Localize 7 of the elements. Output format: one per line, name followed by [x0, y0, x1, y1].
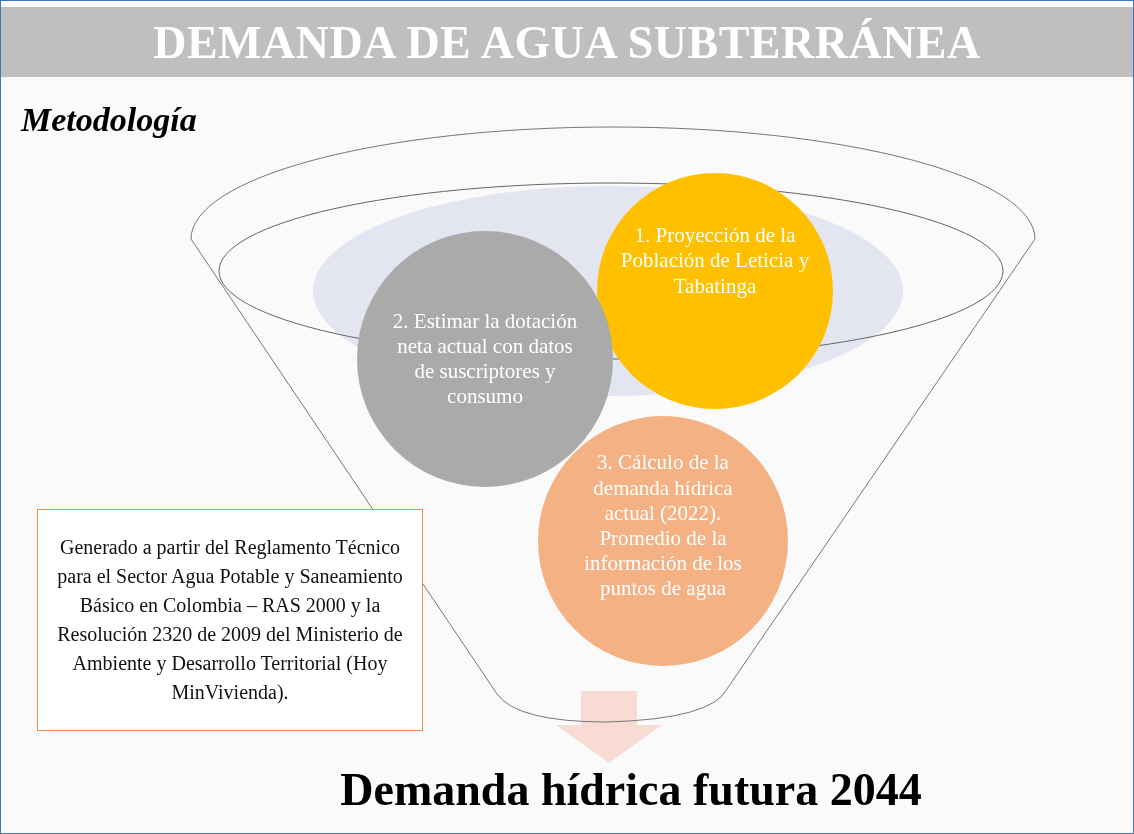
note-text: Generado a partir del Reglamento Técnico para el Sector Agua Potable y Saneamiento Básico en Colombia – RAS 2000 y la Resolución 2320 de 2009 del Ministerio de Ambiente y Desarrollo Territorial (Hoy MinVivienda). — [56, 535, 404, 705]
block-arrow — [556, 691, 662, 763]
result-text: Demanda hídrica futura 2044 — [340, 763, 922, 816]
section-label: Metodología — [21, 101, 197, 139]
title: DEMANDA DE AGUA SUBTERRÁNEA — [153, 15, 981, 69]
step-circle: 1. Proyección de la Población de Leticia y Tabatinga — [597, 173, 833, 409]
step-circle: 3. Cálculo de la demanda hídrica actual (2022). Promedio de la información de los puntos de agua — [538, 416, 788, 666]
